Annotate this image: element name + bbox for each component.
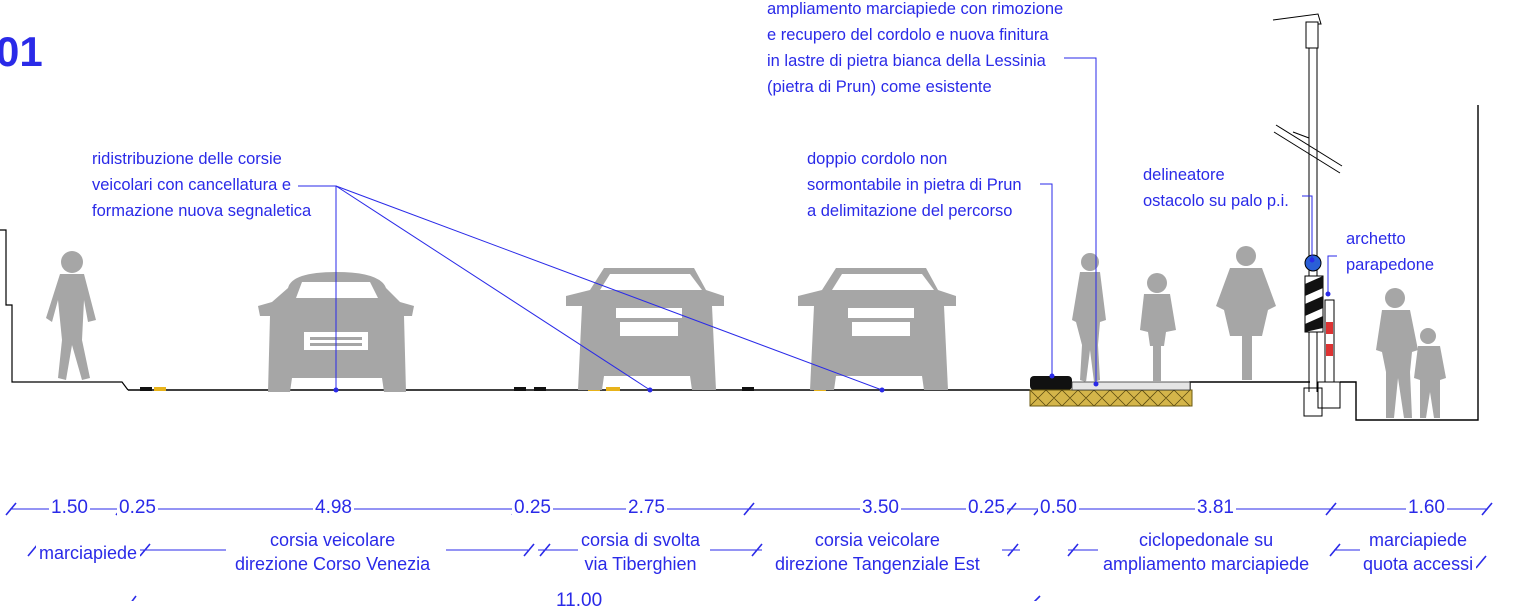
note-sidewalk-widening: ampliamento marciapiede con rimozione e … [767,0,1064,96]
light-pole [1272,13,1343,417]
dim-lane-1: 4.98 [313,497,354,519]
dim-curb-2: 0.25 [512,497,553,519]
dim-total-width: 11.00 [554,590,605,612]
double-curb [1029,376,1193,407]
leader-lines [298,57,1337,391]
label-lane-3: corsia veicolare direzione Tangenziale E… [772,528,983,576]
pedestrian-arch [1317,299,1341,409]
dim-sidewalk-right: 1.60 [1406,497,1447,519]
delineator-sign [1304,254,1324,333]
dim-lane-2: 2.75 [626,497,667,519]
note-delineator: delineatore ostacolo su palo p.i. [1143,166,1289,210]
car-silhouette-3 [798,268,956,390]
cyclist-silhouette-2 [1216,246,1276,380]
dim-lane-3: 3.50 [860,497,901,519]
car-silhouette-2 [566,268,724,390]
dim-sidewalk-left: 1.50 [49,497,90,519]
label-sidewalk-left: marciapiede [36,541,141,565]
dim-double-curb: 0.50 [1038,497,1079,519]
label-lane-2: corsia di svolta via Tiberghien [578,528,704,576]
dim-curb-3: 0.25 [966,497,1007,519]
pedestrian-silhouette-3 [1376,288,1446,418]
left-wall [0,229,129,391]
dim-cycle-path: 3.81 [1195,497,1236,519]
cyclist-silhouette-1 [1140,273,1176,382]
pedestrian-left-silhouette [46,251,96,380]
label-cycle-path: ciclopedonale su ampliamento marciapiede [1100,528,1313,576]
note-double-curb: doppio cordolo non sormontabile in pietr… [807,150,1022,220]
section-number: 01 [0,28,43,75]
label-lane-1: corsia veicolare direzione Corso Venezia [232,528,434,576]
leader-dots [333,257,1331,393]
label-sidewalk-right: marciapiede quota accessi [1360,528,1477,576]
note-pedestrian-arch: archetto parapedone [1346,230,1435,274]
note-lane-redistribution: ridistribuzione delle corsie veicolari c… [92,150,312,220]
pedestrian-silhouette-2 [1072,253,1106,382]
dim-curb-1: 0.25 [117,497,158,519]
